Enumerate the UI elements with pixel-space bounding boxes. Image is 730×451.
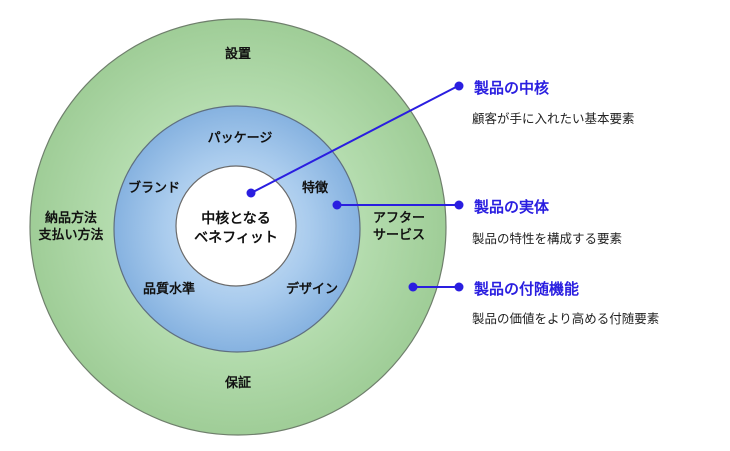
label-after-service: アフター サービス bbox=[362, 210, 436, 244]
label-delivery-method: 納品方法 bbox=[44, 211, 97, 226]
label-design: デザイン bbox=[285, 282, 338, 297]
legend-desc-core: 顧客が手に入れたい基本要素 bbox=[472, 111, 635, 126]
core-benefit-line1: 中核となる bbox=[201, 211, 271, 227]
label-installation: 設置 bbox=[224, 47, 251, 62]
legend-title-augmented: 製品の付随機能 bbox=[474, 280, 580, 298]
connector-dot-augmented-end bbox=[454, 282, 464, 292]
inner-circle-core-benefit bbox=[175, 165, 297, 287]
label-warranty: 保証 bbox=[224, 376, 251, 391]
legend-desc-augmented: 製品の価値をより高める付随要素 bbox=[472, 311, 660, 326]
connector-dot-core-start bbox=[246, 188, 256, 198]
core-benefit-label: 中核となる ベネフィット bbox=[186, 210, 286, 248]
label-payment-method: 支払い方法 bbox=[38, 228, 104, 243]
label-quality-level: 品質水準 bbox=[142, 282, 195, 297]
connector-dot-actual-start bbox=[332, 200, 342, 210]
label-package: パッケージ bbox=[207, 131, 273, 146]
connector-dot-augmented-start bbox=[408, 282, 418, 292]
legend-desc-actual: 製品の特性を構成する要素 bbox=[472, 231, 623, 246]
connector-dot-core-end bbox=[454, 81, 464, 91]
label-features: 特徴 bbox=[301, 181, 328, 196]
label-brand: ブランド bbox=[127, 181, 180, 196]
connector-line-core bbox=[250, 85, 459, 194]
legend-title-core: 製品の中核 bbox=[474, 79, 550, 97]
legend-title-actual: 製品の実体 bbox=[474, 198, 550, 216]
connector-dot-actual-end bbox=[454, 200, 464, 210]
core-benefit-line2: ベネフィット bbox=[194, 230, 278, 246]
label-after-service-line2: サービス bbox=[372, 228, 425, 243]
label-after-service-line1: アフター bbox=[372, 211, 425, 226]
label-delivery-payment: 納品方法 支払い方法 bbox=[26, 210, 116, 244]
